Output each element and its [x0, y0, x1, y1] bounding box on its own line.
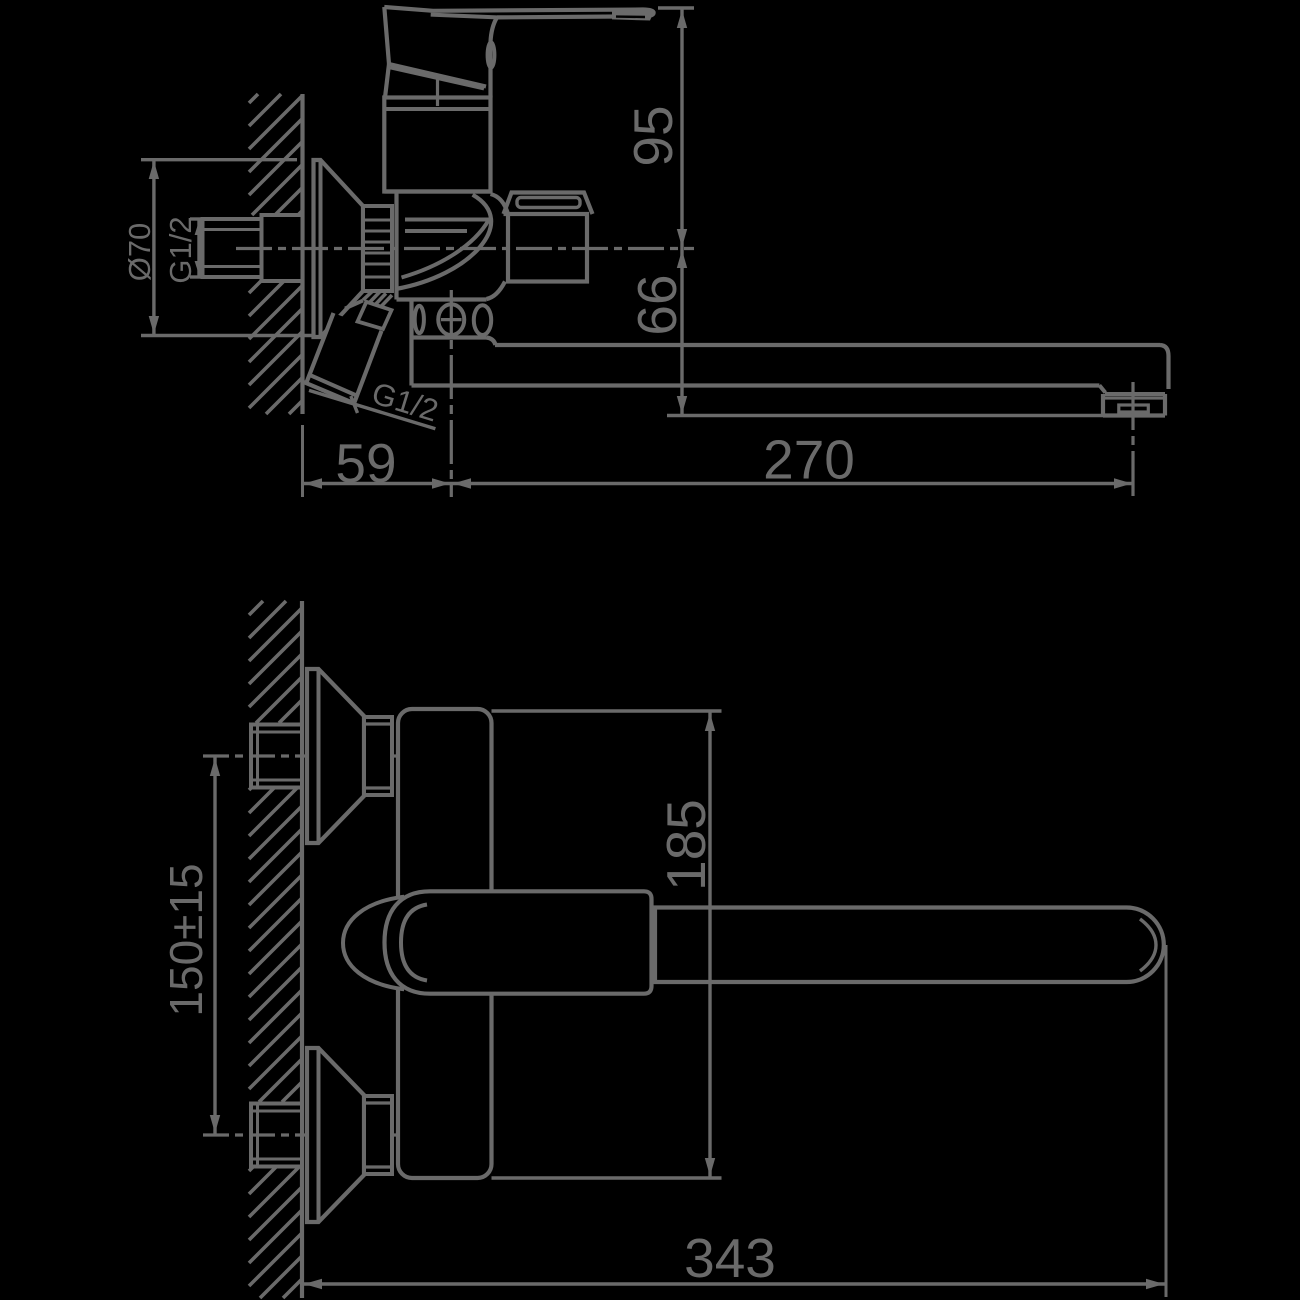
- svg-text:150±15: 150±15: [160, 863, 212, 1016]
- svg-text:185: 185: [655, 799, 717, 891]
- svg-text:343: 343: [684, 1227, 776, 1289]
- svg-text:G1/2: G1/2: [163, 216, 198, 283]
- svg-text:Ø70: Ø70: [122, 223, 157, 282]
- svg-text:66: 66: [626, 274, 688, 335]
- svg-text:95: 95: [622, 105, 684, 166]
- svg-text:59: 59: [335, 432, 396, 494]
- svg-text:270: 270: [763, 429, 855, 491]
